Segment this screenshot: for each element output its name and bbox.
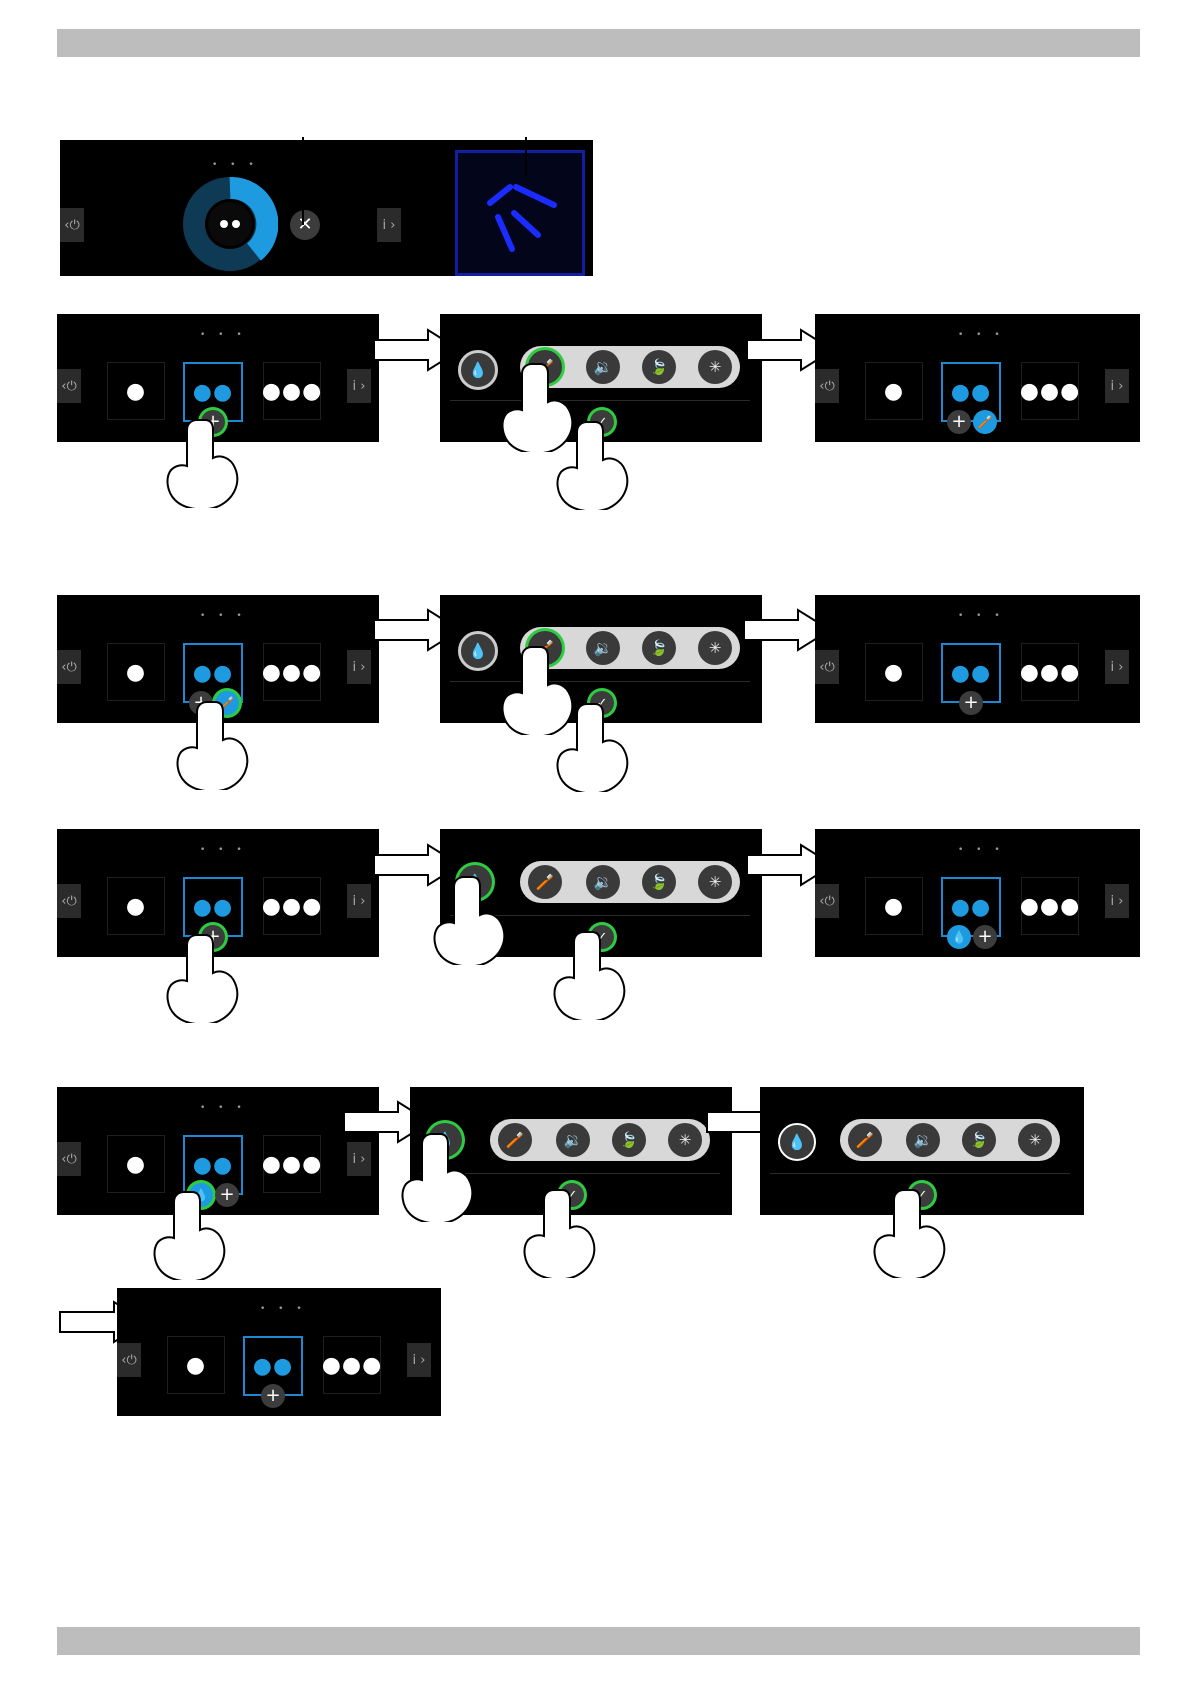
eco-option[interactable]: 🍃	[642, 631, 676, 665]
tile-three-dots[interactable]: ●●●	[323, 1336, 381, 1394]
eco-option[interactable]: 🍃	[642, 350, 676, 384]
pointing-hand-icon	[165, 418, 245, 508]
progress-ring	[182, 176, 278, 272]
spinner-option[interactable]: ✳	[698, 350, 732, 384]
volume-option[interactable]: 🔉	[906, 1123, 940, 1157]
page-dots: • • •	[200, 611, 247, 621]
tile-three-dots[interactable]: ●●●	[263, 362, 321, 420]
pointing-hand-icon	[552, 930, 632, 1020]
volume-option[interactable]: 🔉	[556, 1123, 590, 1157]
info-tab[interactable]: i ›	[347, 369, 371, 403]
eco-option[interactable]: 🍃	[642, 865, 676, 899]
divider	[770, 1173, 1070, 1174]
drops-badge[interactable]: 💧	[947, 925, 971, 949]
tile-one-dot[interactable]: ●	[865, 877, 923, 935]
pointing-hand-icon	[432, 875, 512, 965]
spinner-option[interactable]: ✳	[698, 865, 732, 899]
add-button[interactable]: +	[261, 1384, 285, 1408]
brush-option[interactable]: 🪥	[528, 865, 562, 899]
brush-badge[interactable]: 🪥	[973, 410, 997, 434]
power-tab[interactable]: ‹⏻	[60, 208, 84, 242]
page-dots: • • •	[200, 1103, 247, 1113]
drops-option[interactable]: 💧	[458, 350, 498, 390]
add-button[interactable]: +	[947, 410, 971, 434]
power-tab[interactable]: ‹⏻	[815, 884, 839, 918]
info-tab[interactable]: i ›	[347, 650, 371, 684]
tile-one-dot[interactable]: ●	[107, 1135, 165, 1193]
volume-option[interactable]: 🔉	[586, 350, 620, 384]
power-tab[interactable]: ‹⏻	[117, 1343, 141, 1377]
tile-one-dot[interactable]: ●	[107, 643, 165, 701]
power-tab[interactable]: ‹⏻	[57, 369, 81, 403]
tile-three-dots[interactable]: ●●●	[1021, 643, 1079, 701]
brush-option[interactable]: 🪥	[498, 1123, 532, 1157]
page-dots: • • •	[200, 330, 247, 340]
info-tab[interactable]: i ›	[347, 1142, 371, 1176]
screen-home-drops-added: • • • ‹⏻ ● ●● ●●● i › 💧 +	[815, 829, 1140, 957]
tile-three-dots[interactable]: ●●●	[1021, 362, 1079, 420]
tile-one-dot[interactable]: ●	[865, 362, 923, 420]
page-dots: • • •	[260, 1304, 307, 1314]
info-tab[interactable]: i ›	[407, 1343, 431, 1377]
power-tab[interactable]: ‹⏻	[57, 1142, 81, 1176]
power-tab[interactable]: ‹⏻	[57, 884, 81, 918]
tile-one-dot[interactable]: ●	[167, 1336, 225, 1394]
info-tab[interactable]: i ›	[1105, 884, 1129, 918]
info-tab[interactable]: i ›	[1105, 369, 1129, 403]
tile-three-dots[interactable]: ●●●	[263, 643, 321, 701]
divider	[450, 681, 750, 682]
page-dots: • • •	[200, 845, 247, 855]
page-dots: • • •	[958, 611, 1005, 621]
brush-preview-frame	[455, 150, 585, 276]
tile-one-dot[interactable]: ●	[107, 877, 165, 935]
header-bar	[57, 29, 1140, 57]
volume-option[interactable]: 🔉	[586, 865, 620, 899]
info-tab[interactable]: i ›	[377, 208, 401, 242]
eco-option[interactable]: 🍃	[962, 1123, 996, 1157]
page-dots: • • •	[958, 845, 1005, 855]
page-dots: • • •	[958, 330, 1005, 340]
pointing-hand-icon	[400, 1132, 480, 1222]
spinner-option[interactable]: ✳	[1018, 1123, 1052, 1157]
pointing-hand-icon	[555, 702, 635, 792]
volume-option[interactable]: 🔉	[586, 631, 620, 665]
info-tab[interactable]: i ›	[347, 884, 371, 918]
pointing-hand-icon	[165, 933, 245, 1023]
spinner-option[interactable]: ✳	[698, 631, 732, 665]
footer-bar	[57, 1627, 1140, 1655]
intro-panel: • • • ‹⏻ ✕ i ›	[60, 140, 593, 276]
tile-one-dot[interactable]: ●	[107, 362, 165, 420]
brush-strokes-icon	[458, 153, 582, 273]
add-button[interactable]: +	[959, 691, 983, 715]
eco-option[interactable]: 🍃	[612, 1123, 646, 1157]
power-tab[interactable]: ‹⏻	[815, 650, 839, 684]
pointing-hand-icon	[152, 1190, 232, 1280]
pointing-hand-icon	[175, 700, 255, 790]
drops-option[interactable]: 💧	[458, 631, 498, 671]
pointing-hand-icon	[872, 1188, 952, 1278]
screen-home-cleared: • • • ‹⏻ ● ●● ●●● i › +	[815, 595, 1140, 723]
close-icon[interactable]: ✕	[290, 210, 320, 240]
drops-option[interactable]: 💧	[778, 1123, 816, 1161]
screen-home-final: • • • ‹⏻ ● ●● ●●● i › +	[117, 1288, 441, 1416]
add-button[interactable]: +	[973, 925, 997, 949]
pointing-hand-icon	[555, 420, 635, 510]
power-tab[interactable]: ‹⏻	[57, 650, 81, 684]
tile-three-dots[interactable]: ●●●	[1021, 877, 1079, 935]
tile-three-dots[interactable]: ●●●	[263, 877, 321, 935]
callout-line-close	[302, 137, 304, 225]
brush-option[interactable]: 🪥	[848, 1123, 882, 1157]
callout-line-brush	[525, 137, 527, 177]
info-tab[interactable]: i ›	[1105, 650, 1129, 684]
page-dots: • • •	[212, 160, 259, 170]
tile-one-dot[interactable]: ●	[865, 643, 923, 701]
tile-three-dots[interactable]: ●●●	[263, 1135, 321, 1193]
spinner-option[interactable]: ✳	[668, 1123, 702, 1157]
divider	[450, 400, 750, 401]
pointing-hand-icon	[522, 1188, 602, 1278]
screen-home-brush-added: • • • ‹⏻ ● ●● ●●● i › + 🪥	[815, 314, 1140, 442]
power-tab[interactable]: ‹⏻	[815, 369, 839, 403]
